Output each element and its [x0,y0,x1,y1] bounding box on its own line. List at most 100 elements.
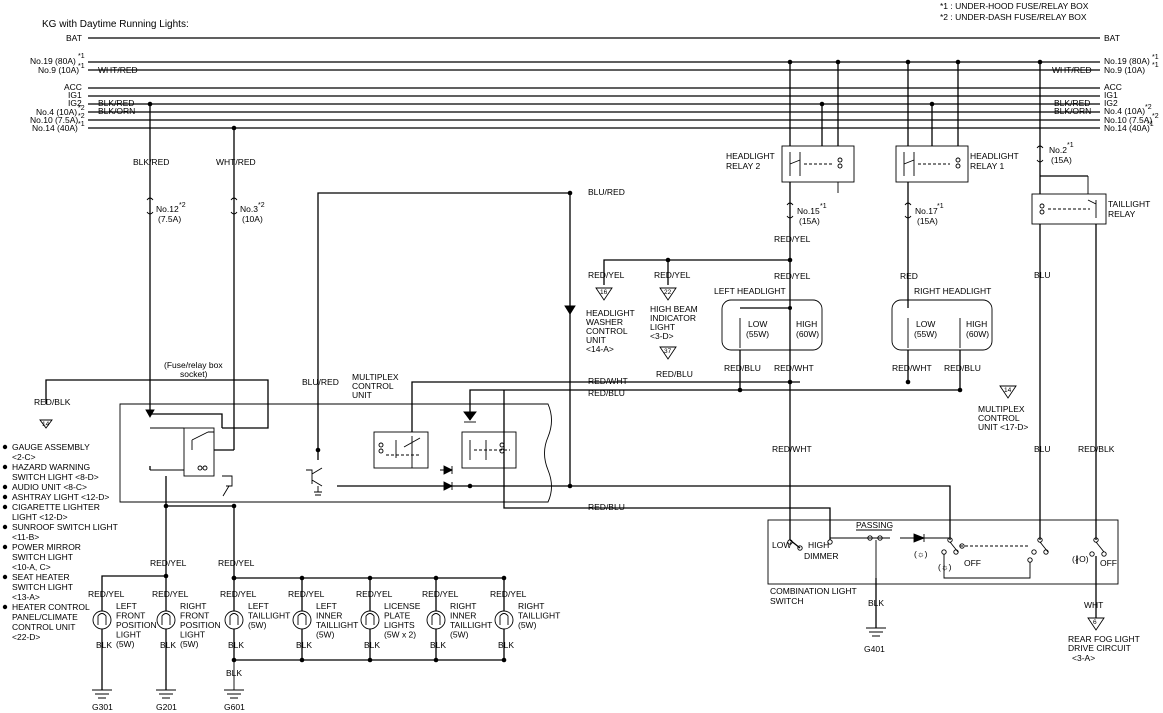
side-list-bullet [2,504,8,510]
side-list-bullet [2,544,8,550]
socket-label-a: (Fuse/relay box [164,360,223,370]
left-hl-high: HIGH [796,319,817,329]
light-label: TAILLIGHT [316,620,358,630]
bus-no10-right: No.10 (7.5A) [1104,115,1152,125]
wire-label-redwht-mid: RED/WHT [772,444,812,454]
light-label: TAILLIGHT [450,620,492,630]
light-wire-label-blk: BLK [228,640,244,650]
wire-label-redyel-hb: RED/YEL [654,270,691,280]
bus-no4-right: No.4 (10A) [1104,106,1145,116]
light-label: POSITION [116,620,157,630]
bus-no14-left: No.14 (40A) [32,123,78,133]
right-hl-low: LOW [916,319,935,329]
highbeam-line-1: INDICATOR [650,313,696,323]
note-underhood: *1 : UNDER-HOOD FUSE/RELAY BOX [940,1,1089,11]
light-wire-label: RED/YEL [490,589,527,599]
light-label: (5W) [316,630,335,640]
side-list-item: SWITCH LIGHT [12,552,73,562]
light-label: TAILLIGHT [248,611,290,621]
bus-no9-left: No.9 (10A) [38,65,79,75]
light-wire-label-blk: BLK [430,640,446,650]
bus-bat-left: BAT [66,33,82,43]
switch-pos2: (☼) [938,562,952,572]
left-fuse-feeds: BLK/RED No.12 *2 (7.5A) WHT/RED No.3 *2 … [133,101,265,450]
connector-14-left: 14 [42,421,50,428]
bus-no10-left: No.10 (7.5A) [30,115,78,125]
light-label: LEFT [116,601,137,611]
fuse-no3: No.3 [240,204,258,214]
left-hl-high-w: (60W) [796,329,819,339]
side-list-item: LIGHT <12-D> [12,512,68,522]
headlights: LEFT HEADLIGHT LOW (55W) HIGH (60W) RED/… [714,286,993,540]
switch-name-a: COMBINATION LIGHT [770,586,857,596]
wire-label-red: RED [900,271,918,281]
fuse-no12: No.12 [156,204,179,214]
switch-off: OFF [964,558,981,568]
ground-g401: G401 [864,644,885,654]
bus-ig1-right: IG1 [1104,90,1118,100]
wire-label-redblu-low: RED/BLU [588,502,625,512]
bus-no14-left-mark: *1 [78,121,85,128]
light-label: FRONT [180,611,209,621]
mpx2-line-1: CONTROL [978,413,1020,423]
switch-name-b: SWITCH [770,596,804,606]
side-list-item: SUNROOF SWITCH LIGHT [12,522,118,532]
bus-no19-left-mark: *1 [78,53,85,60]
wire-label-redblk-left: RED/BLK [34,397,71,407]
washer-line-2: CONTROL [586,326,628,336]
bus-ig2-right: IG2 [1104,98,1118,108]
wire-label-redblu-mpx: RED/BLU [588,388,625,398]
light-label: INNER [316,611,342,621]
switch-low: LOW [772,540,791,550]
bus-no9-right-mark: *1 [1152,62,1159,69]
light-label: LEFT [248,601,269,611]
side-list-item: SEAT HEATER [12,572,70,582]
ground-g201: G201 [156,702,177,712]
bus-acc-right: ACC [1104,82,1122,92]
right-hl-high: HIGH [966,319,987,329]
side-list-item: <11-B> [12,532,39,542]
side-list-bullet [2,574,8,580]
taillight-relay-label-b: RELAY [1108,209,1136,219]
light-wire-label: RED/YEL [288,589,325,599]
central-wiring: RED/BLK 14 (Fuse/relay box socket) MULTI… [34,187,960,540]
mpx-label-c: UNIT [352,390,372,400]
bus-ig1-left: IG1 [68,90,82,100]
light-label: RIGHT [518,601,544,611]
left-hl-wire-redwht: RED/WHT [774,363,814,373]
wire-label-wht: WHT [1084,600,1103,610]
bus-ig2-wire-right: BLK/RED [1054,98,1090,108]
wire-label-redyel-15: RED/YEL [774,234,811,244]
light-label: PLATE [384,611,411,621]
fuse-no15-mark: *1 [820,203,827,210]
light-label: FRONT [116,611,145,621]
wire-label-blk-g401: BLK [868,598,884,608]
light-label: (5W) [116,639,135,649]
left-hl-low-w: (55W) [746,329,769,339]
side-list-item: GAUGE ASSEMBLY [12,442,90,452]
bus-no4-wire-right: BLK/ORN [1054,106,1091,116]
wire-label-blu-b: BLU [1034,444,1051,454]
light-wire-label: RED/YEL [422,589,459,599]
relay2-label-b: RELAY 2 [726,161,760,171]
bus-bat-right: BAT [1104,33,1120,43]
taillight-relay: No.2 *1 (15A) TAILLIGHT RELAY BLU BLU RE… [978,59,1150,540]
bus-no14-right: No.14 (40A) [1104,123,1150,133]
right-hl-high-w: (60W) [966,329,989,339]
bus-no14-right-mark: *1 [1147,121,1154,128]
bus-acc-left: ACC [64,82,82,92]
fuse-no17-rating: (15A) [917,216,938,226]
socket-label-b: socket) [180,369,208,379]
taillight-relay-label-a: TAILLIGHT [1108,199,1150,209]
right-headlight-title: RIGHT HEADLIGHT [914,286,991,296]
ground-g601: G601 [224,702,245,712]
bus-no4-right-mark: *2 [1145,104,1152,111]
side-list-item: SWITCH LIGHT [12,582,73,592]
relay2-label-a: HEADLIGHT [726,151,775,161]
light-label: (5W) [248,620,267,630]
bus-no9-wire-left: WHT/RED [98,65,138,75]
light-label: LIGHTS [384,620,415,630]
light-wire-label: RED/YEL [356,589,393,599]
mpx2-line-2: UNIT <17-D> [978,422,1028,432]
fuse-no12-mark: *2 [179,202,186,209]
